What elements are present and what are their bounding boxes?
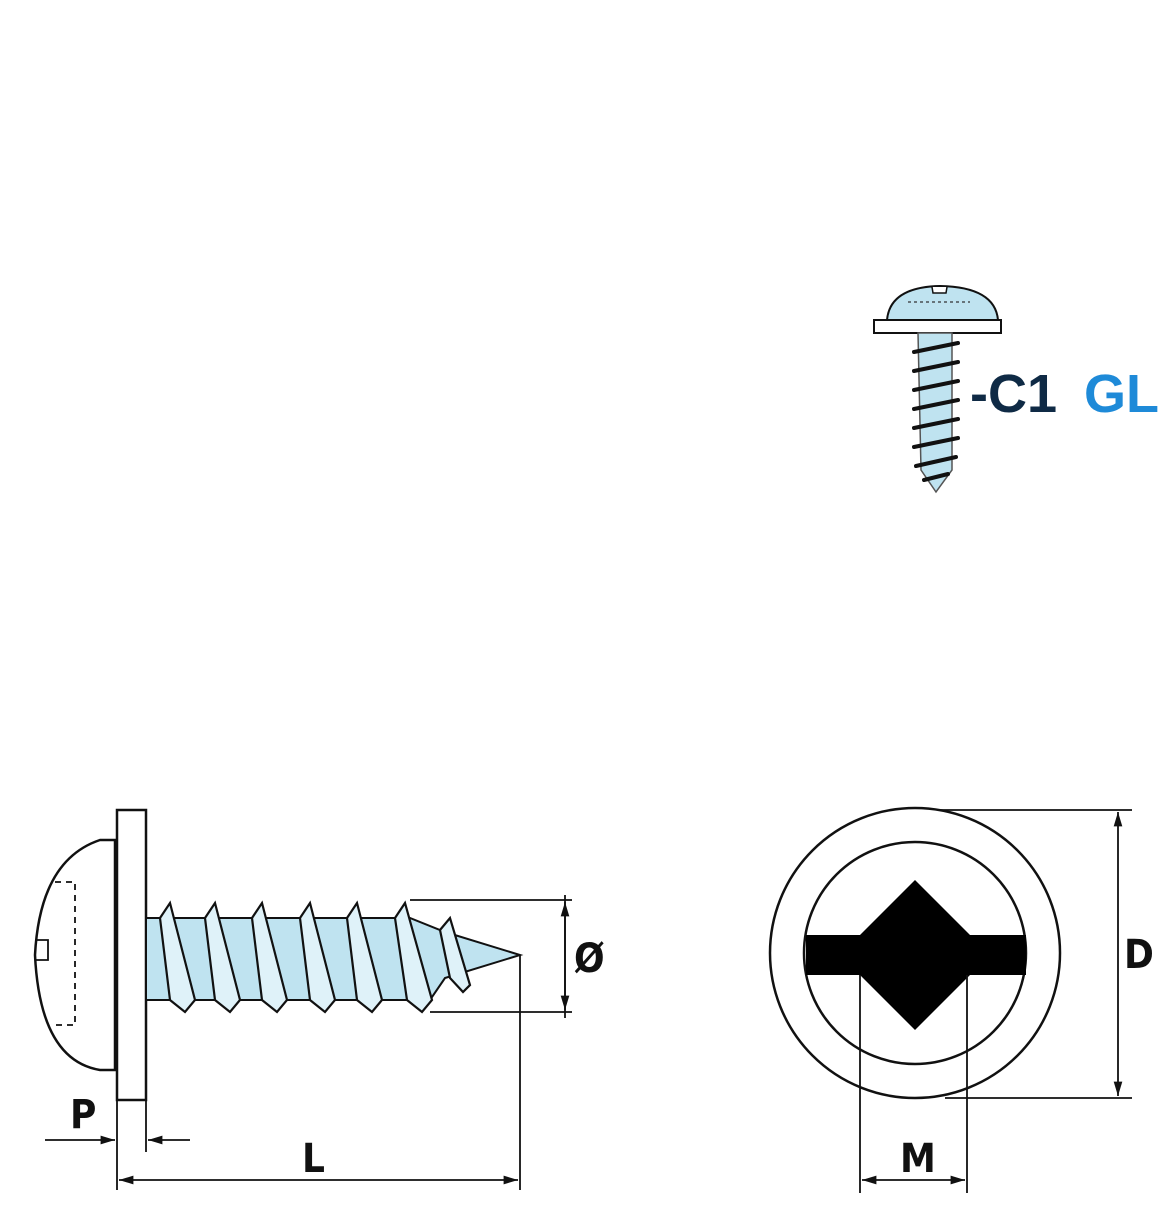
label-d: D [1124,932,1154,978]
product-code-prefix: -C1 [970,364,1057,424]
label-m: M [900,1136,936,1182]
small-screw-icon [873,284,1002,494]
product-code-suffix: GL [1084,364,1159,424]
side-view [33,808,572,1190]
front-view [768,806,1132,1193]
label-l: L [302,1136,325,1182]
label-p: P [70,1092,96,1138]
label-diameter: Ø [574,936,605,982]
